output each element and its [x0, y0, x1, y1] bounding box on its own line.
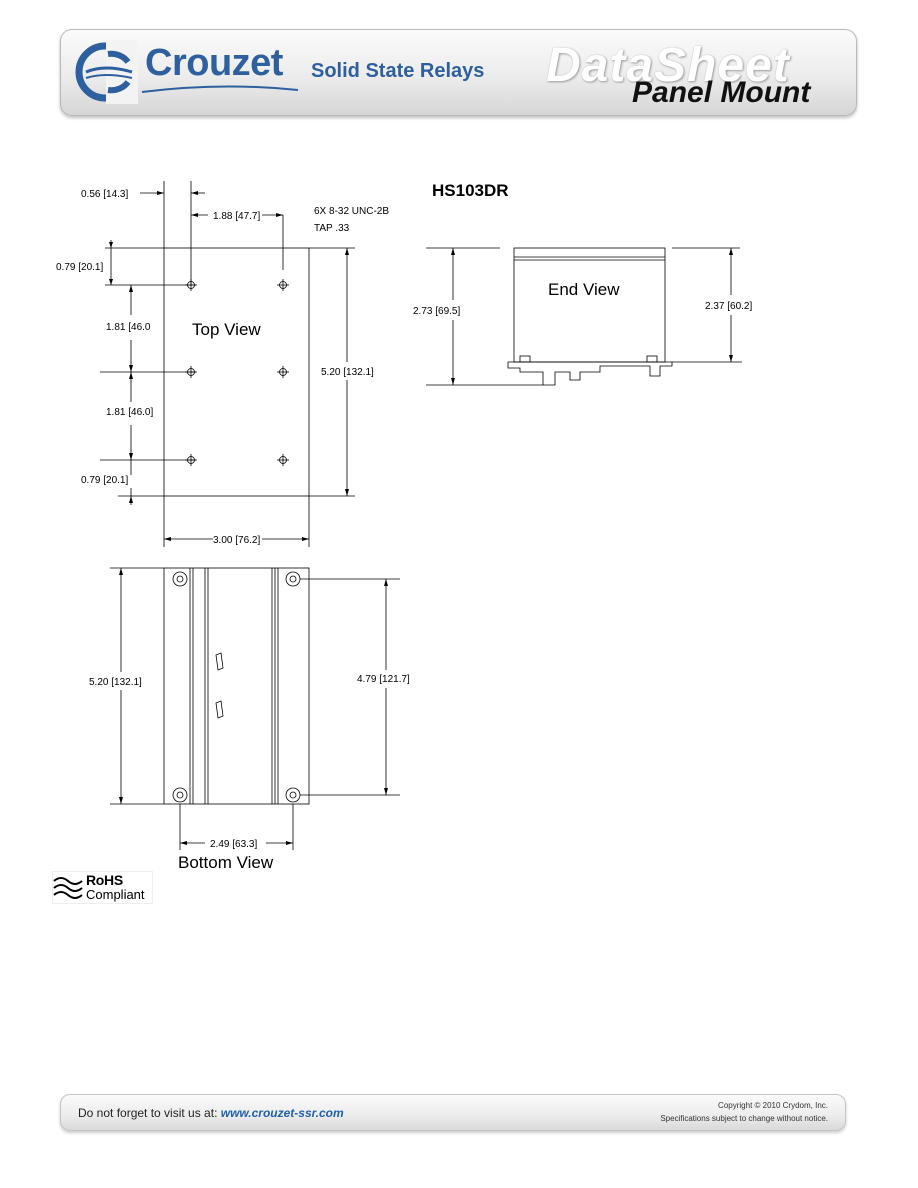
footer-visit-text: Do not forget to visit us at: — [78, 1106, 221, 1120]
dim-top-height: 5.20 [132.1] — [321, 367, 374, 378]
header-subtitle: Solid State Relays — [311, 60, 485, 82]
dim-bottom-hole-spacing-y: 4.79 [121.7] — [357, 674, 410, 685]
datasheet-word: DataSheet — [546, 39, 790, 92]
footer-copyright: Copyright © 2010 Crydom, Inc. Specificat… — [660, 1099, 828, 1125]
top-view-title: Top View — [192, 320, 261, 339]
bottom-view-outline — [163, 567, 310, 805]
dim-bottom-hole-spacing-x: 2.49 [63.3] — [210, 839, 257, 850]
copyright-line: Copyright © 2010 Crydom, Inc. — [718, 1101, 828, 1110]
rohs-badge — [52, 871, 153, 904]
dim-end-body-height: 2.37 [60.2] — [705, 301, 752, 312]
rohs-wave-icon — [53, 877, 83, 899]
dim-thread-spec: 6X 8-32 UNC-2B — [314, 206, 389, 217]
dim-top-width: 3.00 [76.2] — [213, 535, 260, 546]
dim-bottom-margin: 0.79 [20.1] — [81, 475, 128, 486]
section-title: Panel Mount — [632, 76, 811, 109]
footer-visit: Do not forget to visit us at: www.crouze… — [78, 1106, 344, 1120]
dim-spacing-1: 1.81 [46.0 — [106, 322, 151, 333]
dim-spacing-2: 1.81 [46.0] — [106, 407, 153, 418]
brand-swoosh-icon — [141, 85, 299, 93]
model-number: HS103DR — [432, 181, 509, 200]
rohs-label: RoHS — [86, 872, 123, 888]
dim-bottom-height: 5.20 [132.1] — [89, 677, 142, 688]
footer-url-link[interactable]: www.crouzet-ssr.com — [220, 1106, 344, 1120]
crouzet-logo-icon — [75, 40, 138, 104]
notice-line: Specifications subject to change without… — [660, 1114, 828, 1123]
end-view-outline — [513, 247, 666, 363]
end-view-title: End View — [548, 280, 620, 299]
dim-offset-left: 0.56 [14.3] — [81, 189, 128, 200]
rohs-compliant-label: Compliant — [86, 887, 145, 902]
footer-bar — [60, 1094, 846, 1131]
dim-hole-spacing-x: 1.88 [47.7] — [213, 211, 260, 222]
dim-tap-spec: TAP .33 — [314, 223, 350, 234]
dim-end-total-height: 2.73 [69.5] — [413, 306, 460, 317]
dim-top-margin: 0.79 [20.1] — [56, 262, 103, 273]
header-banner — [60, 29, 857, 116]
bottom-view-title: Bottom View — [178, 853, 274, 872]
brand-name: Crouzet — [145, 42, 283, 84]
